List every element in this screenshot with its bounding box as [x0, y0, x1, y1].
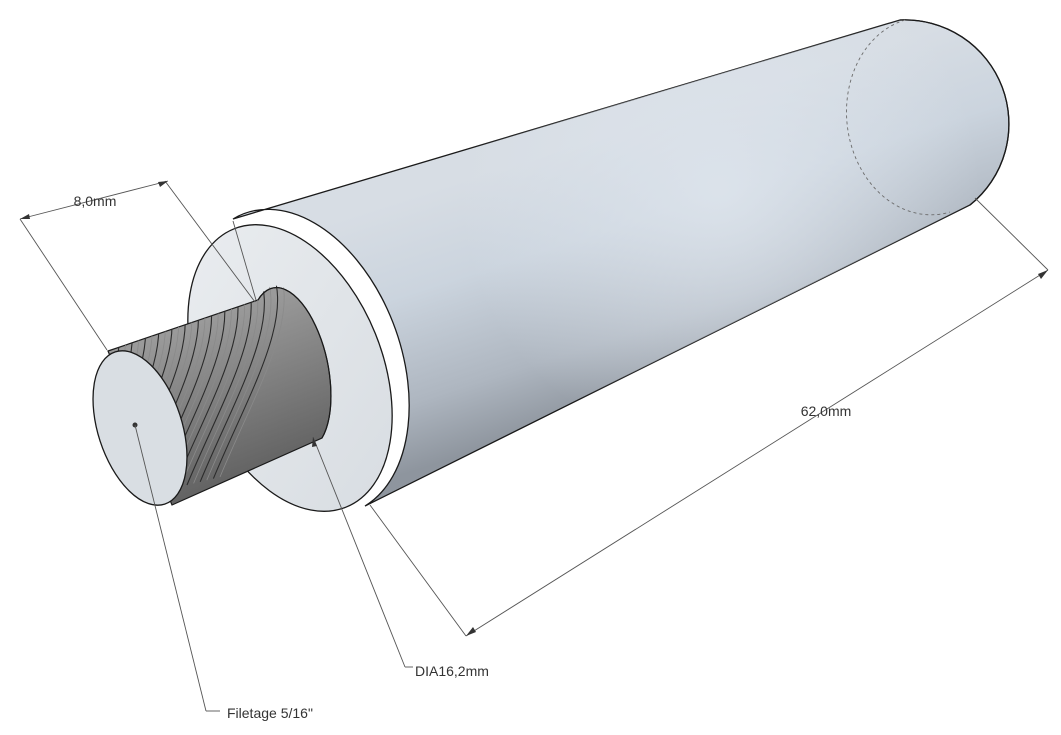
far-end-hidden-edge: [846, 19, 951, 216]
dimension-thread-length: 8,0mm: [19, 180, 256, 351]
stud-end-face: [92, 350, 188, 506]
body-length-label: 62,0mm: [801, 403, 852, 419]
leader-diameter: DIA16,2mm: [232, 220, 489, 679]
thread-spec-label: Filetage 5/16": [227, 705, 313, 721]
thread-length-label: 8,0mm: [74, 193, 117, 209]
thread-groove: [206, 285, 272, 481]
diameter-label: DIA16,2mm: [415, 663, 489, 679]
dimension-body-length: 62,0mm: [369, 197, 1049, 637]
thread-groove: [219, 285, 285, 478]
leader-thread-spec: Filetage 5/16": [134, 424, 313, 721]
cylinder-body: [232, 19, 1010, 507]
thread-groove: [212, 285, 279, 479]
